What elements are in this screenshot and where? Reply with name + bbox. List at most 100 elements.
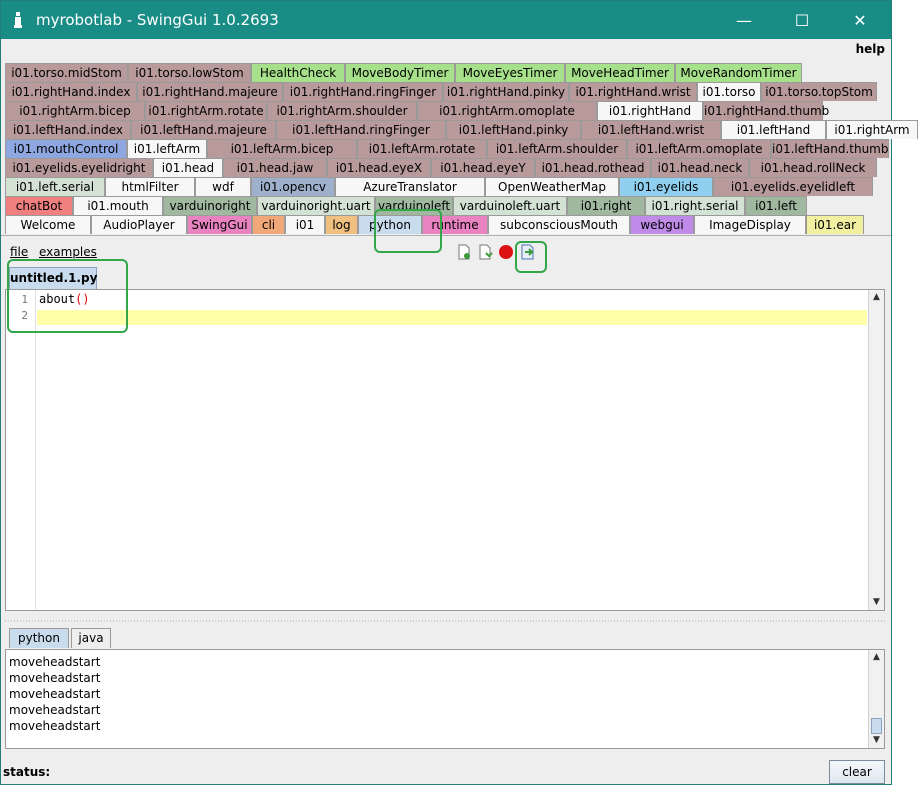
window-title: myrobotlab - SwingGui 1.0.2693	[36, 11, 279, 29]
tab-i01-righthand-wrist[interactable]: i01.rightHand.wrist	[569, 82, 697, 101]
tab-i01-mouth[interactable]: i01.mouth	[73, 196, 163, 215]
open-file-icon[interactable]	[477, 244, 493, 260]
output-tab-bar: python java	[5, 626, 889, 648]
tab-i01-eyelids-eyelidleft[interactable]: i01.eyelids.eyelidleft	[713, 177, 873, 196]
maximize-icon: ☐	[794, 10, 810, 30]
scroll-up-icon[interactable]: ▲	[873, 292, 880, 302]
new-file-icon[interactable]	[456, 244, 472, 260]
tab-moverandomtimer[interactable]: MoveRandomTimer	[675, 63, 802, 82]
tab-i01-head-jaw[interactable]: i01.head.jaw	[223, 158, 327, 177]
tab-imagedisplay[interactable]: ImageDisplay	[694, 215, 806, 234]
split-pane-divider[interactable]	[5, 615, 885, 625]
tab-healthcheck[interactable]: HealthCheck	[251, 63, 345, 82]
tab-i01-rightarm-bicep[interactable]: i01.rightArm.bicep	[5, 101, 145, 120]
java-app-icon	[14, 12, 22, 28]
tab-subconsciousmouth[interactable]: subconsciousMouth	[488, 215, 630, 234]
scroll-down-icon[interactable]: ▼	[873, 597, 880, 607]
tab-i01-rightarm-omoplate[interactable]: i01.rightArm.omoplate	[417, 101, 597, 120]
tab-webgui[interactable]: webgui	[630, 215, 694, 234]
close-button[interactable]: ✕	[837, 1, 883, 39]
tab-i01-leftarm-omoplate[interactable]: i01.leftArm.omoplate	[627, 139, 771, 158]
tab-i01-eyelids-eyelidright[interactable]: i01.eyelids.eyelidright	[5, 158, 153, 177]
tab-i01-head-eyey[interactable]: i01.head.eyeY	[431, 158, 535, 177]
tab-i01-leftarm-shoulder[interactable]: i01.leftArm.shoulder	[487, 139, 627, 158]
tab-i01-leftarm[interactable]: i01.leftArm	[127, 139, 207, 158]
tab-audioplayer[interactable]: AudioPlayer	[91, 215, 187, 234]
tab-i01-head-rothead[interactable]: i01.head.rothead	[535, 158, 651, 177]
tab-i01-righthand-majeure[interactable]: i01.rightHand.majeure	[137, 82, 283, 101]
tab-welcome[interactable]: Welcome	[5, 215, 91, 234]
clear-button[interactable]: clear	[829, 760, 885, 784]
tab-i01-leftarm-bicep[interactable]: i01.leftArm.bicep	[207, 139, 357, 158]
tab-i01-head-rollneck[interactable]: i01.head.rollNeck	[749, 158, 877, 177]
tab-i01-righthand[interactable]: i01.rightHand	[597, 101, 703, 120]
output-scrollbar[interactable]: ▲ ▼	[868, 650, 884, 748]
tab-i01-torso-lowstom[interactable]: i01.torso.lowStom	[128, 63, 251, 82]
output-console[interactable]: moveheadstart moveheadstart moveheadstar…	[5, 649, 885, 749]
tab-wdf[interactable]: wdf	[195, 177, 251, 196]
tab-untitled-1-py[interactable]: untitled.1.py	[9, 267, 97, 289]
tab-varduinoright[interactable]: varduinoright	[163, 196, 257, 215]
tab-i01-lefthand-majeure[interactable]: i01.leftHand.majeure	[131, 120, 276, 139]
tab-i01[interactable]: i01	[285, 215, 325, 234]
tab-i01-righthand-ringfinger[interactable]: i01.rightHand.ringFinger	[283, 82, 443, 101]
tab-moveeyestimer[interactable]: MoveEyesTimer	[455, 63, 565, 82]
tab-azuretranslator[interactable]: AzureTranslator	[335, 177, 485, 196]
help-menu[interactable]: help	[855, 42, 885, 56]
tab-htmlfilter[interactable]: htmlFilter	[105, 177, 195, 196]
maximize-button[interactable]: ☐	[779, 1, 825, 39]
tab-i01-righthand-pinky[interactable]: i01.rightHand.pinky	[443, 82, 569, 101]
tab-i01-rightarm-shoulder[interactable]: i01.rightArm.shoulder	[267, 101, 417, 120]
tab-i01-opencv[interactable]: i01.opencv	[251, 177, 335, 196]
tab-python-output[interactable]: python	[9, 628, 69, 648]
tab-i01-head-eyex[interactable]: i01.head.eyeX	[327, 158, 431, 177]
tab-i01-lefthand-wrist[interactable]: i01.leftHand.wrist	[581, 120, 721, 139]
examples-menu[interactable]: examples	[39, 245, 97, 259]
tab-i01-rightarm[interactable]: i01.rightArm	[826, 120, 918, 139]
tab-i01-lefthand[interactable]: i01.leftHand	[721, 120, 826, 139]
tab-varduinoright-uart[interactable]: varduinoright.uart	[257, 196, 375, 215]
scroll-down-icon[interactable]: ▼	[873, 735, 880, 745]
tab-i01-eyelids[interactable]: i01.eyelids	[619, 177, 713, 196]
tab-i01-left[interactable]: i01.left	[745, 196, 807, 215]
tab-log[interactable]: log	[325, 215, 358, 234]
tab-java-output[interactable]: java	[71, 628, 111, 648]
code-editor[interactable]: 1 2 about() ▲ ▼	[5, 289, 885, 611]
tab-chatbot[interactable]: chatBot	[5, 196, 73, 215]
tab-cli[interactable]: cli	[252, 215, 285, 234]
file-menu[interactable]: file	[10, 245, 29, 259]
tab-i01-rightarm-rotate[interactable]: i01.rightArm.rotate	[145, 101, 267, 120]
tab-swinggui[interactable]: SwingGui	[187, 215, 252, 234]
scroll-up-icon[interactable]: ▲	[873, 652, 880, 662]
tab-i01-lefthand-index[interactable]: i01.leftHand.index	[5, 120, 131, 139]
tab-i01-left-serial[interactable]: i01.left.serial	[5, 177, 105, 196]
tab-i01-torso-midstom[interactable]: i01.torso.midStom	[5, 63, 128, 82]
tab-i01-leftarm-rotate[interactable]: i01.leftArm.rotate	[357, 139, 487, 158]
tab-openweathermap[interactable]: OpenWeatherMap	[485, 177, 619, 196]
tab-i01-head[interactable]: i01.head	[153, 158, 223, 177]
tab-runtime[interactable]: runtime	[422, 215, 488, 234]
tab-i01-right[interactable]: i01.right	[567, 196, 645, 215]
tab-i01-right-serial[interactable]: i01.right.serial	[645, 196, 745, 215]
tab-i01-lefthand-thumb[interactable]: i01.leftHand.thumb	[771, 139, 889, 158]
tab-i01-mouthcontrol[interactable]: i01.mouthControl	[5, 139, 127, 158]
tab-varduinoleft[interactable]: varduinoleft	[375, 196, 453, 215]
tab-i01-head-neck[interactable]: i01.head.neck	[651, 158, 749, 177]
tab-i01-lefthand-ringfinger[interactable]: i01.leftHand.ringFinger	[276, 120, 446, 139]
tab-varduinoleft-uart[interactable]: varduinoleft.uart	[453, 196, 567, 215]
tab-python[interactable]: python	[358, 215, 422, 234]
tab-movebodytimer[interactable]: MoveBodyTimer	[345, 63, 455, 82]
tab-i01-lefthand-pinky[interactable]: i01.leftHand.pinky	[446, 120, 581, 139]
editor-scrollbar[interactable]: ▲ ▼	[868, 290, 884, 610]
tab-i01-torso[interactable]: i01.torso	[697, 82, 761, 101]
tab-i01-torso-topstom[interactable]: i01.torso.topStom	[761, 82, 877, 101]
tab-i01-ear[interactable]: i01.ear	[806, 215, 864, 234]
scroll-thumb[interactable]	[871, 718, 882, 734]
editor-tab-bar: untitled.1.py	[5, 265, 889, 289]
minimize-button[interactable]: —	[721, 1, 767, 39]
stop-icon[interactable]	[498, 244, 514, 260]
tab-moveheadtimer[interactable]: MoveHeadTimer	[565, 63, 675, 82]
tab-i01-righthand-thumb[interactable]: i01.rightHand.thumb	[703, 101, 829, 120]
tab-i01-righthand-index[interactable]: i01.rightHand.index	[5, 82, 137, 101]
execute-icon[interactable]	[520, 244, 536, 260]
